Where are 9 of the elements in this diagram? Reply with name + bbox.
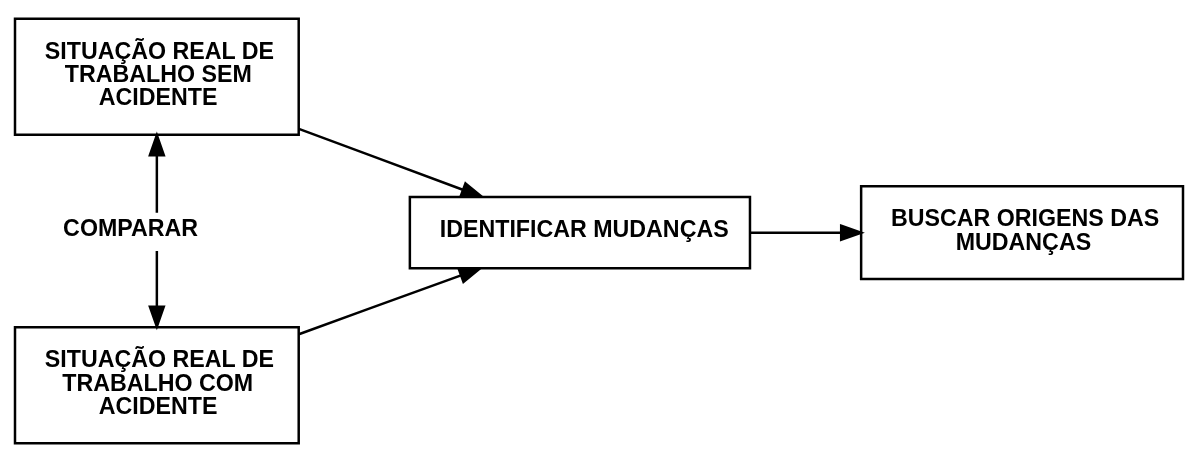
arrow — [298, 127, 486, 198]
arrow — [148, 131, 166, 330]
arrow — [298, 266, 484, 335]
node-box: SITUAÇÃO REAL DE TRABALHO SEM ACIDENTE — [13, 16, 300, 136]
node-box: BUSCAR ORIGENS DAS MUDANÇAS — [859, 184, 1185, 280]
node-box: SITUAÇÃO REAL DE TRABALHO COM ACIDENTE — [13, 325, 300, 445]
node-box: IDENTIFICAR MUDANÇAS — [408, 195, 752, 270]
edge-label: COMPARAR — [63, 214, 199, 241]
arrow — [750, 223, 865, 241]
